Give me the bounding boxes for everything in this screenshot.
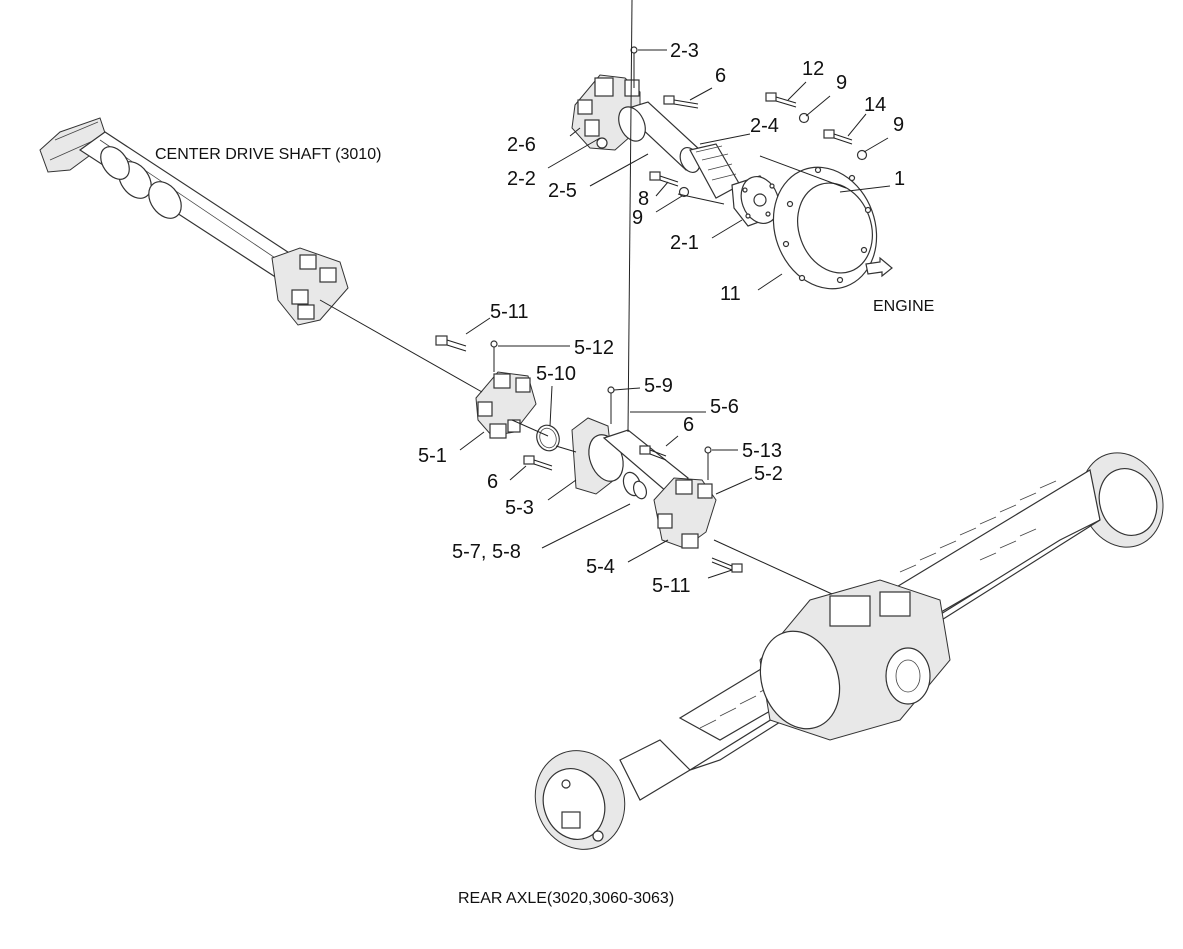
callout-5-2: 5-2 bbox=[754, 463, 783, 485]
callout-5-7-5-8: 5-7, 5-8 bbox=[452, 541, 521, 563]
bolt-14 bbox=[823, 129, 853, 145]
callout-5-9: 5-9 bbox=[644, 375, 673, 397]
callout-14: 14 bbox=[864, 94, 886, 116]
callout-5-4: 5-4 bbox=[586, 556, 615, 578]
callout-6: 6 bbox=[683, 414, 694, 436]
callout-5-12: 5-12 bbox=[574, 337, 614, 359]
center-drive-shaft bbox=[39, 117, 349, 326]
callout-11: 11 bbox=[720, 283, 741, 305]
callout-5-11: 5-11 bbox=[490, 301, 529, 323]
bolt-6-mid bbox=[639, 445, 667, 461]
engine-caption: ENGINE bbox=[873, 298, 934, 315]
callout-6: 6 bbox=[487, 471, 498, 493]
callout-5-11: 5-11 bbox=[652, 575, 691, 597]
rear-shaft-assembly bbox=[435, 335, 743, 573]
callout-2-5: 2-5 bbox=[548, 180, 577, 202]
callout-12: 12 bbox=[802, 58, 824, 80]
bolt-12 bbox=[765, 92, 797, 108]
callout-9: 9 bbox=[836, 72, 847, 94]
callout-6: 6 bbox=[715, 65, 726, 87]
callout-9: 9 bbox=[893, 114, 904, 136]
callout-2-1: 2-1 bbox=[670, 232, 699, 254]
leader-lines bbox=[459, 0, 891, 579]
callout-labels: 2-3 6 12 9 14 9 2-6 2-4 2-2 2-5 8 1 9 2-… bbox=[418, 40, 905, 597]
callout-5-3: 5-3 bbox=[505, 497, 534, 519]
callout-2-2: 2-2 bbox=[507, 168, 536, 190]
front-shaft-assembly bbox=[571, 46, 893, 290]
rear-axle bbox=[534, 452, 1164, 850]
callout-5-13: 5-13 bbox=[742, 440, 782, 462]
center-drive-shaft-caption: CENTER DRIVE SHAFT (3010) bbox=[155, 146, 381, 163]
callout-2-6: 2-6 bbox=[507, 134, 536, 156]
callout-8: 8 bbox=[638, 188, 649, 210]
engine-arrow-icon bbox=[865, 256, 893, 278]
bolt-6-left bbox=[523, 455, 553, 471]
callout-5-10: 5-10 bbox=[536, 363, 576, 385]
callout-5-6: 5-6 bbox=[710, 396, 739, 418]
callout-2-3: 2-3 bbox=[670, 40, 699, 62]
callout-5-1: 5-1 bbox=[418, 445, 447, 467]
washer-9b bbox=[856, 149, 868, 161]
bolt-5-11-bottom bbox=[711, 557, 743, 573]
washer-9c bbox=[678, 186, 690, 198]
callout-1: 1 bbox=[894, 168, 905, 190]
bolt-6-top bbox=[663, 95, 699, 109]
bolt-8 bbox=[649, 171, 679, 187]
callout-2-4: 2-4 bbox=[750, 115, 779, 137]
assembly-lines bbox=[319, 155, 847, 595]
rear-axle-caption: REAR AXLE(3020,3060-3063) bbox=[458, 890, 674, 907]
callout-9: 9 bbox=[632, 207, 643, 229]
bolt-5-11-top bbox=[435, 335, 467, 352]
